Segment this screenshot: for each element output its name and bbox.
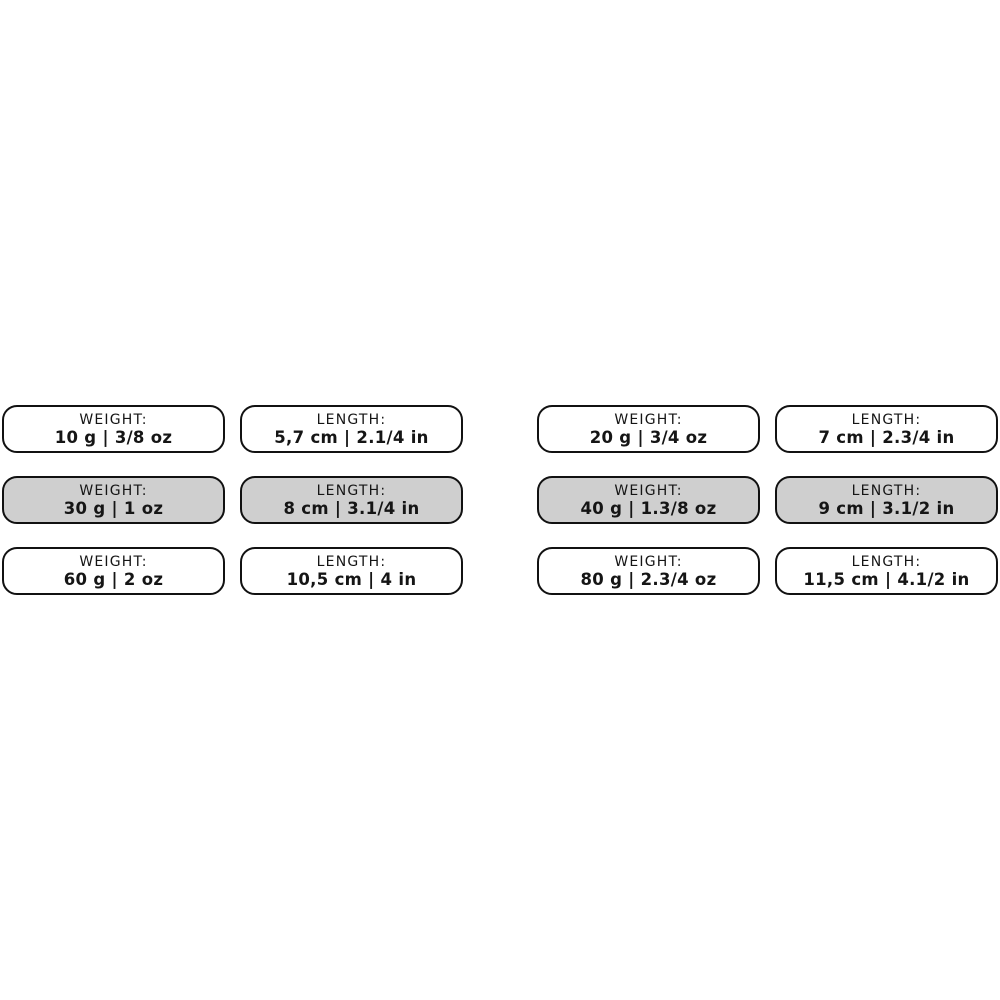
badge-label: LENGTH: [851, 553, 922, 570]
badge-value: 7 cm | 2.3/4 in [818, 428, 955, 448]
right-group-row-2: WEIGHT: 40 g | 1.3/8 oz LENGTH: 9 cm | 3… [537, 476, 998, 524]
left-group-row-3: WEIGHT: 60 g | 2 oz LENGTH: 10,5 cm | 4 … [2, 547, 463, 595]
badge-label: WEIGHT: [614, 482, 683, 499]
spec-row-3: WEIGHT: 60 g | 2 oz LENGTH: 10,5 cm | 4 … [2, 547, 998, 595]
spec-grid: WEIGHT: 10 g | 3/8 oz LENGTH: 5,7 cm | 2… [2, 405, 998, 595]
badge-label: WEIGHT: [79, 553, 148, 570]
length-badge: LENGTH: 11,5 cm | 4.1/2 in [775, 547, 998, 595]
badge-value: 20 g | 3/4 oz [589, 428, 708, 448]
badge-value: 11,5 cm | 4.1/2 in [803, 570, 970, 590]
length-badge: LENGTH: 10,5 cm | 4 in [240, 547, 463, 595]
badge-value: 9 cm | 3.1/2 in [818, 499, 955, 519]
right-group-row-3: WEIGHT: 80 g | 2.3/4 oz LENGTH: 11,5 cm … [537, 547, 998, 595]
badge-value: 60 g | 2 oz [63, 570, 164, 590]
badge-value: 5,7 cm | 2.1/4 in [274, 428, 429, 448]
badge-label: WEIGHT: [79, 411, 148, 428]
badge-value: 80 g | 2.3/4 oz [580, 570, 717, 590]
badge-label: LENGTH: [851, 482, 922, 499]
badge-label: WEIGHT: [614, 411, 683, 428]
badge-label: LENGTH: [316, 411, 387, 428]
badge-label: LENGTH: [851, 411, 922, 428]
length-badge-highlighted: LENGTH: 8 cm | 3.1/4 in [240, 476, 463, 524]
weight-badge: WEIGHT: 20 g | 3/4 oz [537, 405, 760, 453]
length-badge: LENGTH: 5,7 cm | 2.1/4 in [240, 405, 463, 453]
badge-value: 40 g | 1.3/8 oz [580, 499, 717, 519]
left-group-row-1: WEIGHT: 10 g | 3/8 oz LENGTH: 5,7 cm | 2… [2, 405, 463, 453]
weight-badge-highlighted: WEIGHT: 30 g | 1 oz [2, 476, 225, 524]
weight-badge: WEIGHT: 80 g | 2.3/4 oz [537, 547, 760, 595]
badge-value: 30 g | 1 oz [63, 499, 164, 519]
weight-badge-highlighted: WEIGHT: 40 g | 1.3/8 oz [537, 476, 760, 524]
weight-badge: WEIGHT: 10 g | 3/8 oz [2, 405, 225, 453]
badge-label: LENGTH: [316, 482, 387, 499]
badge-label: WEIGHT: [614, 553, 683, 570]
right-group-row-1: WEIGHT: 20 g | 3/4 oz LENGTH: 7 cm | 2.3… [537, 405, 998, 453]
badge-label: WEIGHT: [79, 482, 148, 499]
badge-value: 8 cm | 3.1/4 in [283, 499, 420, 519]
spec-row-1: WEIGHT: 10 g | 3/8 oz LENGTH: 5,7 cm | 2… [2, 405, 998, 453]
length-badge-highlighted: LENGTH: 9 cm | 3.1/2 in [775, 476, 998, 524]
badge-label: LENGTH: [316, 553, 387, 570]
left-group-row-2: WEIGHT: 30 g | 1 oz LENGTH: 8 cm | 3.1/4… [2, 476, 463, 524]
badge-value: 10 g | 3/8 oz [54, 428, 173, 448]
badge-value: 10,5 cm | 4 in [286, 570, 417, 590]
weight-badge: WEIGHT: 60 g | 2 oz [2, 547, 225, 595]
spec-row-2: WEIGHT: 30 g | 1 oz LENGTH: 8 cm | 3.1/4… [2, 476, 998, 524]
length-badge: LENGTH: 7 cm | 2.3/4 in [775, 405, 998, 453]
